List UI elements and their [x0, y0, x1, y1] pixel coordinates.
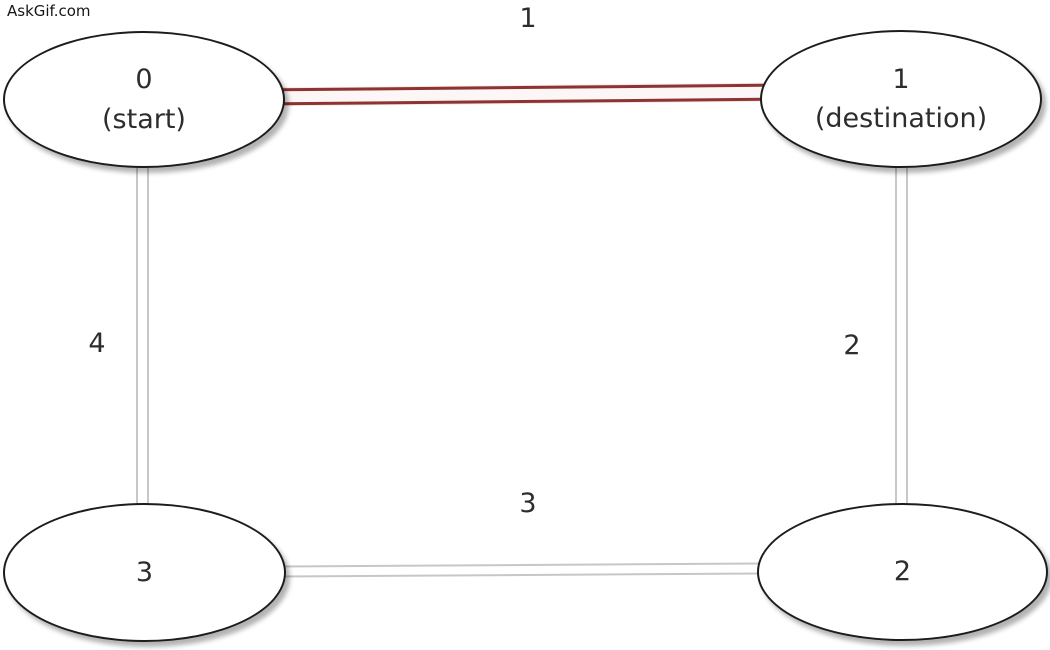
node-1-label: 1 (destination)	[815, 60, 987, 138]
node-3-label-line1: 3	[135, 556, 154, 588]
node-0-label: 0 (start)	[102, 60, 186, 138]
edge-weight-0-3: 4	[88, 328, 106, 359]
edge-0-1-highlighted	[279, 83, 769, 106]
node-2-label: 2	[894, 552, 911, 591]
node-2: 2	[757, 503, 1048, 641]
edge-0-3	[136, 164, 149, 508]
node-0-start: 0 (start)	[3, 31, 285, 168]
node-1-destination: 1 (destination)	[760, 30, 1042, 168]
node-3: 3	[3, 503, 286, 642]
edge-weight-1-2: 2	[843, 330, 861, 361]
edge-3-2	[281, 562, 763, 578]
edge-weight-0-1: 1	[519, 3, 537, 34]
node-3-label: 3	[136, 553, 153, 592]
node-1-label-line2: (destination)	[814, 103, 988, 134]
node-0-label-line1: 0	[135, 64, 153, 96]
node-2-label-line1: 2	[893, 556, 912, 588]
watermark-text: AskGif.com	[7, 2, 91, 20]
edge-1-2	[895, 164, 908, 508]
node-0-label-line2: (start)	[102, 103, 186, 135]
node-1-label-line1: 1	[892, 63, 910, 95]
edge-weight-3-2: 3	[519, 488, 537, 519]
